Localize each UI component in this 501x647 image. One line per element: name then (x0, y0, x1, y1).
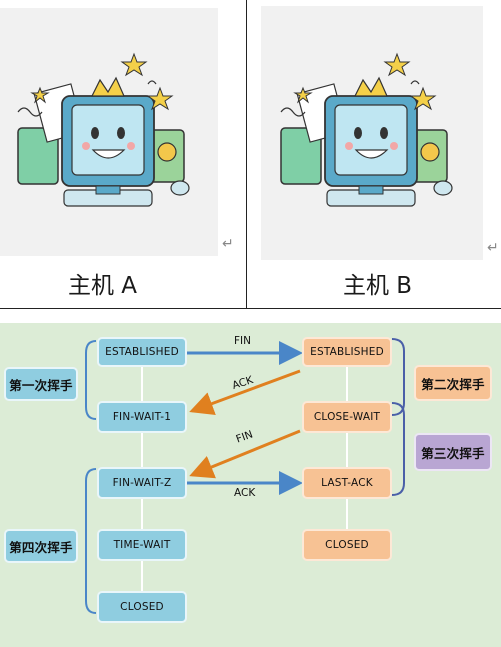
first-step-bracket (85, 340, 97, 420)
client-state-time-wait: TIME-WAIT (97, 529, 187, 561)
fin-arrow-2 (189, 429, 301, 479)
third-step-bracket (391, 402, 405, 496)
message-label-fin-1: FIN (234, 335, 251, 347)
host-b-cell: ↵ 主机 B (247, 0, 501, 308)
client-state-fin-wait-1: FIN-WAIT-1 (97, 401, 187, 433)
host-a-cartoon-computer-image (0, 8, 218, 256)
client-state-fin-wait-2: FIN-WAIT-Z (97, 467, 187, 499)
host-b-label: 主机 B (343, 273, 413, 299)
step-fourth-wave: 第四次挥手 (4, 529, 78, 563)
fourth-step-bracket (85, 468, 97, 614)
step-first-wave: 第一次挥手 (4, 367, 78, 401)
paragraph-mark: ↵ (487, 240, 499, 256)
host-a-label: 主机 A (68, 273, 138, 299)
step-third-wave: 第三次挥手 (414, 433, 492, 471)
ack-arrow-1 (189, 369, 301, 415)
second-step-bracket (391, 338, 405, 416)
client-state-established: ESTABLISHED (97, 337, 187, 367)
server-state-closed: CLOSED (302, 529, 392, 561)
server-state-close-wait: CLOSE-WAIT (302, 401, 392, 433)
diagram-connectors (85, 338, 405, 614)
client-state-closed: CLOSED (97, 591, 187, 623)
host-b-cartoon-computer-image (261, 6, 483, 260)
message-label-ack-2: ACK (234, 487, 256, 499)
four-way-handshake-diagram: ESTABLISHED FIN-WAIT-1 FIN-WAIT-Z TIME-W… (0, 323, 501, 647)
server-state-established: ESTABLISHED (302, 337, 392, 367)
paragraph-mark: ↵ (222, 236, 234, 252)
step-second-wave: 第二次挥手 (414, 365, 492, 401)
table-divider (0, 308, 501, 309)
host-a-cell: ↵ 主机 A (0, 0, 247, 308)
server-state-last-ack: LAST-ACK (302, 467, 392, 499)
